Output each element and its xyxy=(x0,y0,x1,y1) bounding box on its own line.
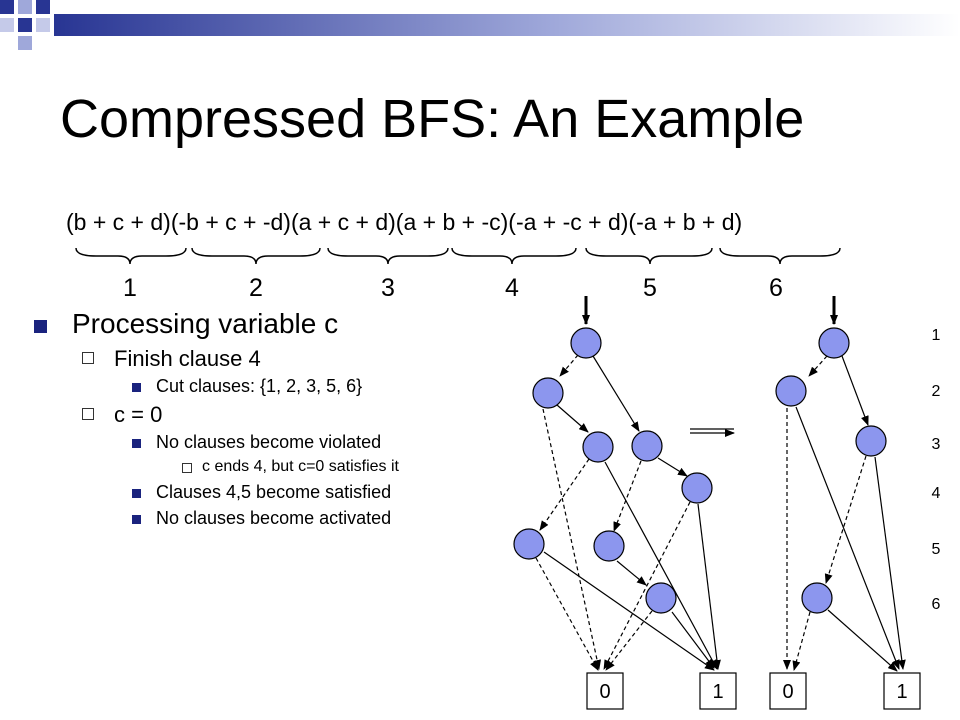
clause-number-5: 5 xyxy=(643,274,657,302)
square-bullet-icon xyxy=(34,320,47,333)
node-left-1 xyxy=(570,327,602,359)
left-graph-edges xyxy=(535,354,721,671)
level-label-1: 1 xyxy=(931,327,941,344)
terminal-right-one: 1 xyxy=(896,681,907,703)
clause-number-2: 2 xyxy=(249,274,263,302)
brace-3 xyxy=(327,247,449,265)
node-right-1 xyxy=(818,327,850,359)
clause-number-1: 1 xyxy=(123,274,137,302)
left-graph-nodes xyxy=(513,327,713,614)
right-graph-nodes xyxy=(775,327,887,614)
bullet-assign: c = 0 xyxy=(34,402,514,432)
node-right-6 xyxy=(801,582,833,614)
terminal-box-right-zero xyxy=(769,672,807,710)
brace-1 xyxy=(75,247,187,265)
bullet-main: Processing variable c xyxy=(34,308,514,346)
node-left-4 xyxy=(681,472,713,504)
clause-braces xyxy=(75,247,841,265)
clause-number-3: 3 xyxy=(381,274,395,302)
hollow-square-bullet-icon xyxy=(82,408,94,420)
brace-4 xyxy=(451,247,577,265)
bullet-violated: No clauses become violated xyxy=(34,432,514,458)
level-label-4: 4 xyxy=(931,485,941,502)
node-left-3b xyxy=(631,430,663,462)
square-bullet-icon xyxy=(132,383,141,392)
terminal-left-one: 1 xyxy=(712,681,723,703)
bullet-activated: No clauses become activated xyxy=(34,508,514,534)
terminal-left-zero: 0 xyxy=(599,681,610,703)
brace-6 xyxy=(719,247,841,265)
bullet-finish: Finish clause 4 xyxy=(34,346,514,376)
level-label-2: 2 xyxy=(931,383,941,400)
level-label-5: 5 xyxy=(931,541,941,558)
header-decoration xyxy=(0,0,960,50)
bullet-satisfied: Clauses 4,5 become satisfied xyxy=(34,482,514,508)
bullet-cut: Cut clauses: {1, 2, 3, 5, 6} xyxy=(34,376,514,402)
node-left-3a xyxy=(582,431,614,463)
terminal-box-right-one xyxy=(883,672,921,710)
brace-2 xyxy=(191,247,321,265)
clause-number-6: 6 xyxy=(769,274,783,302)
node-right-3 xyxy=(855,425,887,457)
terminal-right-zero: 0 xyxy=(782,681,793,703)
node-left-5a xyxy=(513,528,545,560)
clause-number-4: 4 xyxy=(505,274,519,302)
square-bullet-icon xyxy=(132,489,141,498)
bullet-violated-note: c ends 4, but c=0 satisfies it xyxy=(34,458,514,482)
square-bullet-icon xyxy=(132,515,141,524)
node-left-6 xyxy=(645,582,677,614)
page-title: Compressed BFS: An Example xyxy=(60,89,805,149)
level-label-6: 6 xyxy=(931,596,941,613)
bullet-list: Processing variable c Finish clause 4 Cu… xyxy=(34,308,514,534)
brace-5 xyxy=(585,247,713,265)
node-left-2a xyxy=(532,377,564,409)
square-bullet-icon xyxy=(132,439,141,448)
node-left-5b xyxy=(593,530,625,562)
formula-text: (b + c + d)(-b + c + -d)(a + c + d)(a + … xyxy=(66,209,743,235)
hollow-square-bullet-icon xyxy=(182,463,192,473)
terminal-box-left-one xyxy=(699,672,737,710)
terminal-box-left-zero xyxy=(586,672,624,710)
hollow-square-bullet-icon xyxy=(82,352,94,364)
level-label-3: 3 xyxy=(931,436,941,453)
right-graph-edges xyxy=(783,355,906,672)
node-right-2 xyxy=(775,375,807,407)
